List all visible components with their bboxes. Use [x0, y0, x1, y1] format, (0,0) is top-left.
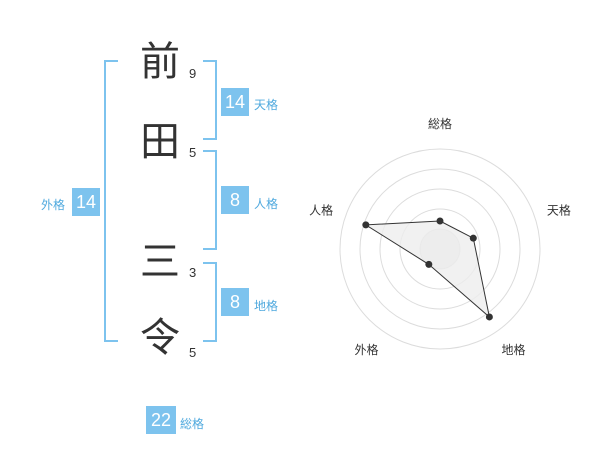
name-char-3: 三 — [140, 239, 180, 285]
radar-point-2 — [469, 234, 477, 242]
tenkaku-bracket — [203, 60, 217, 140]
radar-axis-label-4: 外格 — [354, 342, 378, 357]
stroke-count-2: 5 — [189, 145, 197, 160]
radar-axis-label-5: 人格 — [309, 202, 333, 217]
stroke-count-3: 3 — [189, 265, 197, 280]
stroke-count-4: 5 — [189, 345, 197, 360]
radar-ring — [399, 208, 481, 290]
tenkaku-label: 天格 — [254, 98, 279, 112]
radar-ring — [379, 188, 501, 310]
jinkaku-label: 人格 — [254, 197, 279, 211]
jinkaku-badge: 8 — [221, 186, 249, 214]
name-char-2: 田 — [140, 119, 180, 165]
radar-axis-label-1: 総格 — [428, 116, 452, 131]
stroke-count-1: 9 — [189, 66, 197, 81]
jinkaku-bracket — [203, 150, 217, 250]
chikaku-bracket — [203, 262, 217, 342]
radar-axis-label-2: 天格 — [547, 202, 571, 217]
radar-point-5 — [362, 221, 370, 229]
radar-axis-label-3: 地格 — [501, 342, 525, 357]
gaikaku-bracket — [104, 60, 118, 342]
radar-point-1 — [436, 217, 444, 225]
gaikaku-label: 外格 — [41, 198, 66, 212]
tenkaku-badge: 14 — [221, 88, 249, 116]
name-char-4: 令 — [140, 315, 180, 361]
soukaku-badge: 22 — [146, 406, 176, 434]
radar-shape — [362, 217, 493, 321]
radar-point-3 — [485, 313, 493, 321]
soukaku-label: 総格 — [180, 417, 205, 431]
chikaku-label: 地格 — [254, 299, 279, 313]
chikaku-badge: 8 — [221, 288, 249, 316]
radar-ring — [339, 148, 541, 350]
gaikaku-badge: 14 — [72, 188, 100, 216]
radar-point-4 — [425, 260, 433, 268]
radar-ring — [359, 168, 521, 330]
name-char-1: 前 — [140, 39, 180, 85]
radar-polygon — [364, 220, 491, 319]
